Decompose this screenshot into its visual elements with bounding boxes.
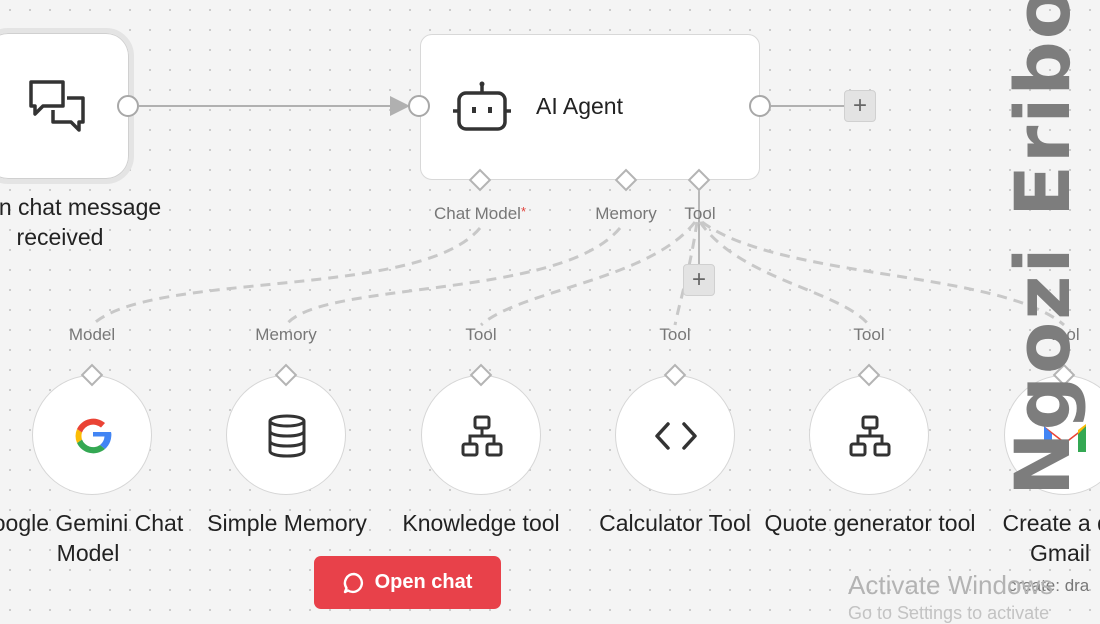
simple-memory-node[interactable]: [226, 375, 346, 495]
google-icon: [75, 418, 112, 454]
calculator-node-label: Calculator Tool: [599, 510, 751, 536]
tool-port-label: Tool: [684, 204, 716, 223]
workflow-icon: [461, 415, 503, 457]
open-chat-button[interactable]: Open chat: [314, 556, 501, 609]
agent-input-handle[interactable]: [408, 95, 430, 117]
add-tool-button[interactable]: +: [683, 264, 715, 296]
trigger-label: n chat message received: [0, 194, 162, 250]
subnode-port-label: Model: [68, 325, 116, 344]
knowledge-node-label: Knowledge tool: [402, 510, 560, 536]
memory-link: [284, 227, 622, 326]
model-link: [90, 227, 482, 327]
memory-port-label: Memory: [595, 204, 657, 223]
tool-link-1: [479, 221, 697, 327]
trigger-output-handle[interactable]: [117, 95, 139, 117]
agent-output-handle[interactable]: [749, 95, 771, 117]
tool-link-3: [698, 221, 871, 326]
gmail-draft-tool-node[interactable]: [1004, 375, 1100, 495]
activate-windows-subtext: Go to Settings to activate: [848, 603, 1050, 623]
gmail-icon: [1044, 424, 1086, 452]
subnode-port-label: Memory: [255, 325, 317, 344]
ai-agent-node[interactable]: AI Agent: [420, 34, 760, 180]
activate-windows-text: Activate Windows: [848, 570, 1054, 600]
tool-link-4: [701, 220, 1065, 327]
database-icon: [268, 414, 306, 458]
memory-node-label: Simple Memory: [207, 510, 367, 536]
gmail-node-subtext: create: dra: [1008, 576, 1090, 595]
chat-trigger-icon: [29, 80, 85, 132]
gemini-chat-model-node[interactable]: [32, 375, 152, 495]
agent-title: AI Agent: [536, 93, 623, 119]
calculator-tool-node[interactable]: [615, 375, 735, 495]
gmail-node-label: Create a dr Gmail: [1002, 510, 1100, 566]
robot-icon: [453, 81, 511, 131]
subnode-port-label: Tool: [1048, 325, 1080, 344]
subnode-port-label: Tool: [465, 325, 497, 344]
chat-trigger-node[interactable]: [0, 28, 134, 184]
chat-model-port-label: Chat Model*: [434, 204, 526, 223]
quote-generator-tool-node[interactable]: [809, 375, 929, 495]
quote-node-label: Quote generator tool: [764, 510, 976, 536]
workflow-icon: [849, 415, 891, 457]
knowledge-tool-node[interactable]: [421, 375, 541, 495]
add-node-button[interactable]: +: [844, 90, 876, 122]
gemini-node-label: oogle Gemini Chat Model: [0, 510, 184, 566]
creator-watermark: Ngozi Eribo: [998, 0, 1088, 496]
open-chat-label: Open chat: [374, 571, 473, 593]
subnode-port-label: Tool: [853, 325, 885, 344]
subnode-port-label: Tool: [659, 325, 691, 344]
chat-bubble-icon: [343, 572, 363, 593]
code-icon: [655, 422, 697, 450]
